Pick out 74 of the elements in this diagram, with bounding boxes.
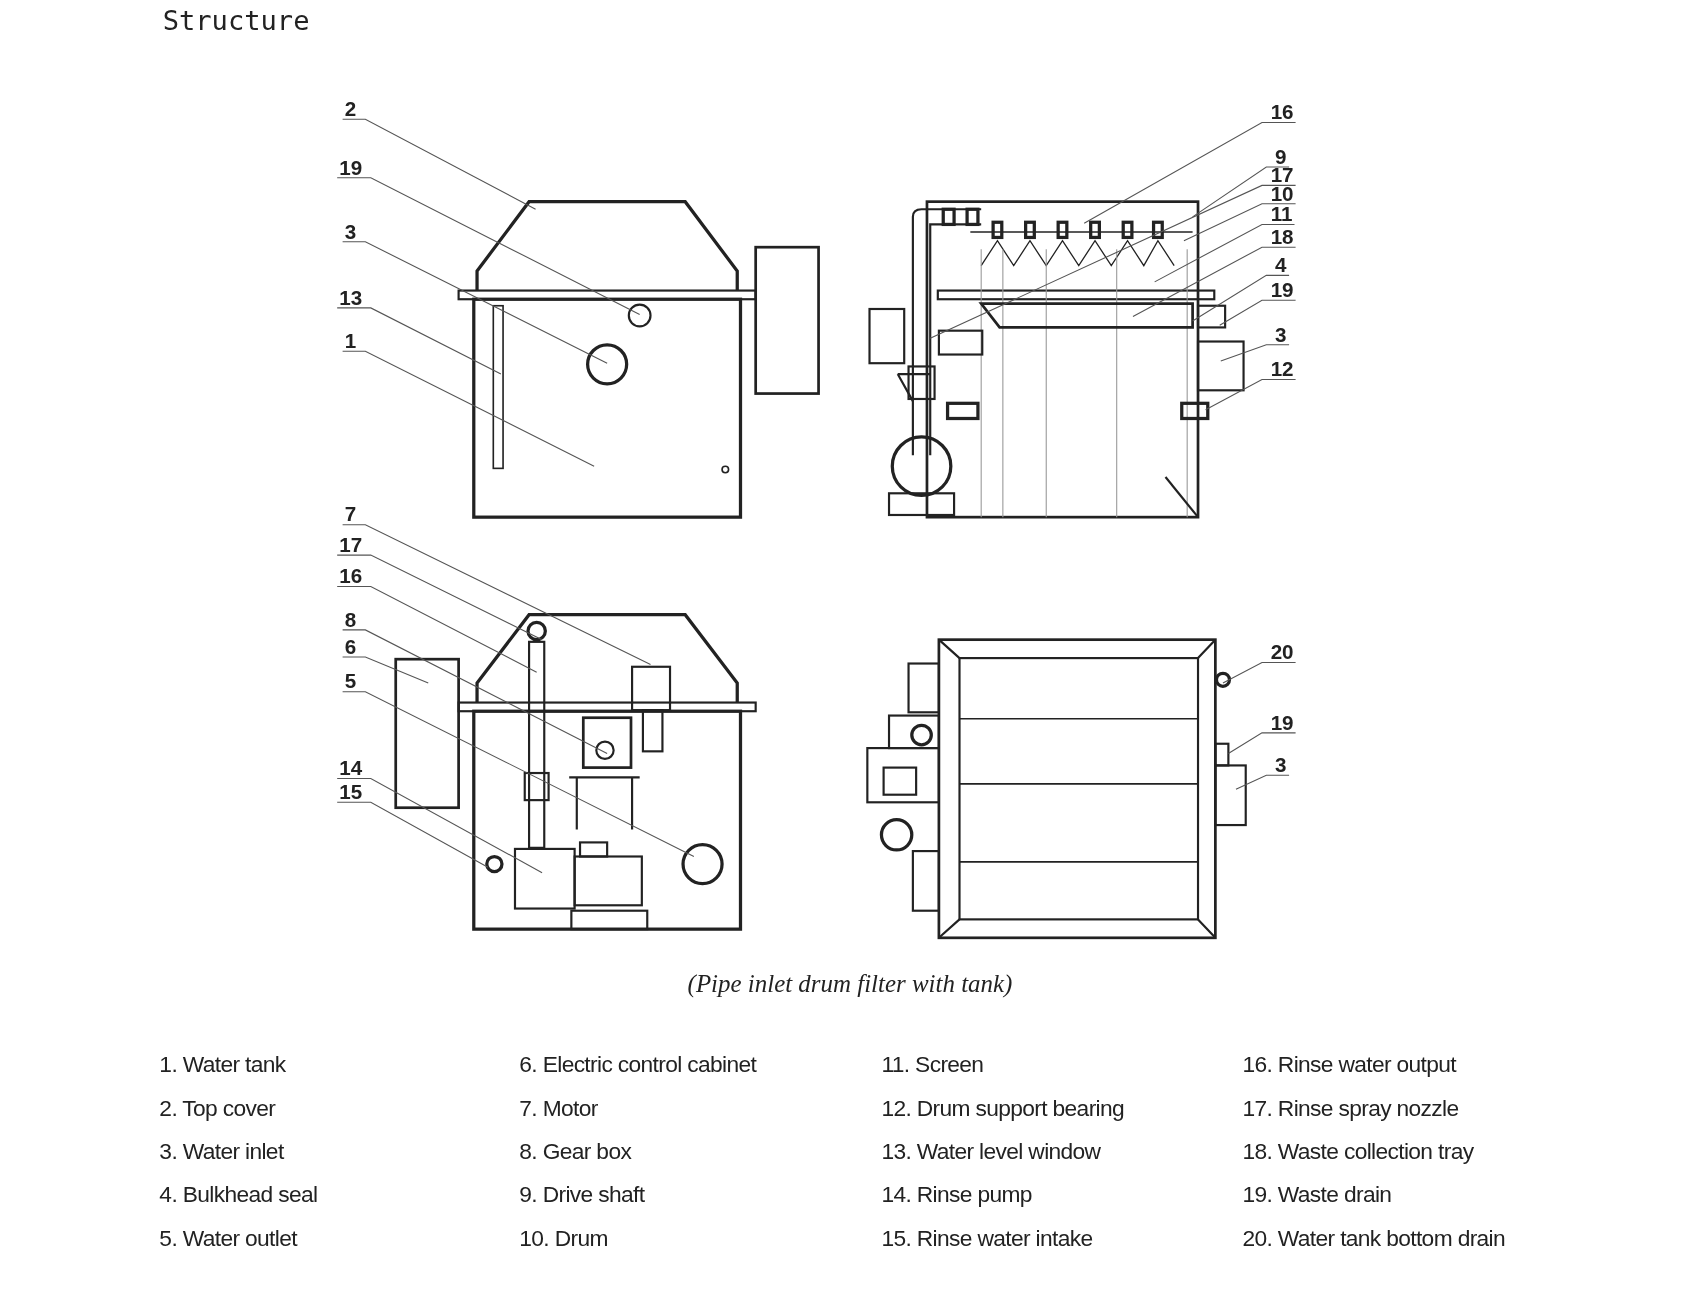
leader-line [1154, 223, 1296, 283]
leader-line [336, 554, 543, 641]
callout-number: 17 [1268, 165, 1296, 186]
leader-line [1235, 774, 1290, 790]
callout-number: 3 [1272, 755, 1289, 776]
callout-number: 18 [1268, 227, 1296, 248]
part-list-item: 10. Drum [519, 1225, 608, 1252]
part-list-item: 4. Bulkhead seal [159, 1181, 318, 1208]
leader-line [1083, 121, 1297, 224]
part-list-item: 11. Screen [881, 1051, 984, 1078]
callout-number: 6 [342, 637, 359, 657]
part-list-item: 2. Top cover [159, 1095, 276, 1122]
leader-line [342, 656, 429, 684]
part-list-item: 13. Water level window [881, 1138, 1101, 1165]
callout-number: 14 [337, 758, 365, 779]
part-list-item: 20. Water tank bottom drain [1242, 1225, 1505, 1252]
part-list-item: 15. Rinse water intake [881, 1225, 1093, 1252]
leader-line [342, 241, 608, 364]
callout-number: 11 [1268, 204, 1295, 225]
part-list-item: 7. Motor [519, 1095, 598, 1122]
callout-number: 15 [337, 782, 365, 803]
part-list-item: 1. Water tank [159, 1051, 286, 1078]
leader-line [1220, 344, 1290, 362]
part-list-item: 8. Gear box [519, 1138, 632, 1165]
leader-line [342, 691, 695, 858]
callout-number: 19 [1268, 713, 1296, 733]
part-list-item: 18. Waste collection tray [1242, 1138, 1474, 1165]
callout-number: 16 [1268, 103, 1296, 123]
part-list-item: 6. Electric control cabinet [519, 1051, 757, 1078]
leader-line [1132, 246, 1297, 318]
callout-number: 2 [342, 99, 359, 120]
leader-line [1183, 203, 1297, 242]
leader-line [336, 177, 641, 315]
callout-number: 16 [337, 567, 365, 587]
part-list-item: 9. Drive shaft [519, 1181, 645, 1208]
callout-number: 17 [337, 535, 365, 556]
leader-line [1192, 274, 1290, 322]
callout-number: 5 [342, 672, 359, 692]
callout-number: 13 [337, 288, 365, 308]
callout-number: 9 [1272, 147, 1289, 167]
callout-number: 3 [1272, 325, 1289, 345]
part-list-item: 3. Water inlet [159, 1138, 284, 1165]
part-list-item: 5. Water outlet [159, 1225, 297, 1252]
leader-line [342, 629, 608, 755]
leader-line [1219, 299, 1297, 326]
part-list-item: 17. Rinse spray nozzle [1242, 1095, 1459, 1122]
leader-line [342, 524, 652, 666]
title: Structure [162, 5, 310, 37]
callout-number: 3 [342, 222, 359, 242]
part-list-item: 14. Rinse pump [881, 1181, 1032, 1208]
leader-line [1222, 661, 1297, 684]
leader-line [1227, 732, 1297, 755]
part-list-item: 19. Waste drain [1242, 1181, 1392, 1208]
callout-number: 20 [1268, 642, 1296, 663]
callout-number: 8 [342, 610, 359, 630]
leader-line [336, 586, 538, 673]
caption: (Pipe inlet drum filter with tank) [686, 970, 1014, 999]
leader-line [342, 118, 537, 210]
callout-number: 10 [1268, 184, 1296, 204]
callout-number: 12 [1268, 359, 1296, 380]
callout-number: 19 [1268, 280, 1296, 301]
callout-number: 19 [337, 158, 365, 178]
leader-line [336, 307, 502, 375]
callout-number: 4 [1272, 255, 1289, 276]
part-list-item: 16. Rinse water output [1242, 1051, 1456, 1078]
leader-line [1205, 378, 1297, 411]
callout-number: 7 [342, 505, 359, 525]
callout-number: 1 [342, 331, 359, 352]
leader-line [929, 184, 1297, 339]
leader-line [336, 777, 543, 874]
leader-line [342, 350, 595, 467]
leader-line [336, 801, 489, 868]
part-list-item: 12. Drum support bearing [881, 1095, 1124, 1122]
leader-line [1192, 166, 1290, 218]
